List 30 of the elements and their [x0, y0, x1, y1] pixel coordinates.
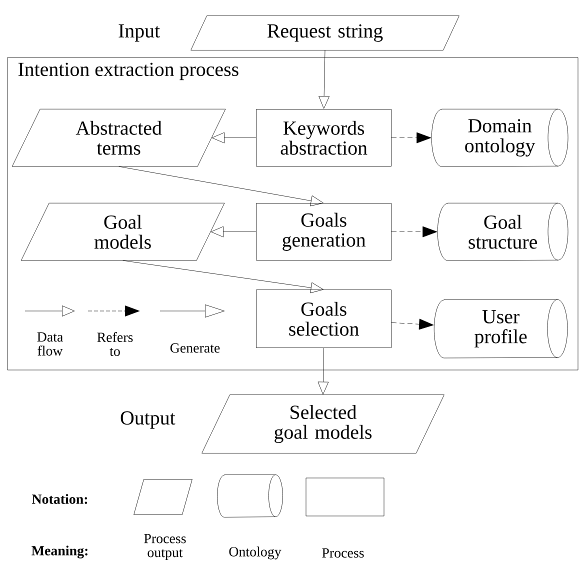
shape-caption: Output: [120, 411, 176, 429]
data-parallelogram: Request string: [190, 16, 460, 50]
shape-caption: Process: [322, 548, 364, 558]
legend-text: Generate: [170, 343, 220, 353]
data-parallelogram: Abstracted terms: [12, 108, 226, 167]
arrow: [391, 132, 432, 144]
process-box: Goals selection: [256, 290, 392, 348]
process-box: Keywords abstraction: [256, 109, 392, 166]
data-parallelogram: Selected goal models: [202, 394, 444, 454]
legend-text: Data flow: [37, 332, 63, 356]
shape-caption: Ontology: [229, 546, 282, 560]
arrow: [212, 132, 256, 144]
shape-caption: Process output: [144, 534, 186, 560]
arrow: [391, 226, 438, 238]
ontology-cylinder: Domain ontology: [431, 108, 568, 167]
frame-title: Intention extraction process: [18, 62, 238, 80]
ontology-cylinder: User profile: [434, 299, 568, 358]
arrow: [210, 226, 256, 238]
arrow: [391, 318, 434, 330]
arrow: [318, 50, 330, 109]
arrow: [122, 260, 324, 294]
row-label: Notation:: [32, 494, 88, 504]
arrow: [118, 166, 324, 206]
arrow: [318, 348, 329, 394]
legend-text: Refers to: [97, 332, 133, 356]
process-box: Goals generation: [256, 203, 392, 260]
ontology-cylinder: Goal structure: [437, 202, 568, 261]
row-label: Meaning:: [32, 546, 88, 558]
shape-caption: Input: [118, 24, 160, 42]
data-parallelogram: Goal models: [20, 202, 225, 261]
